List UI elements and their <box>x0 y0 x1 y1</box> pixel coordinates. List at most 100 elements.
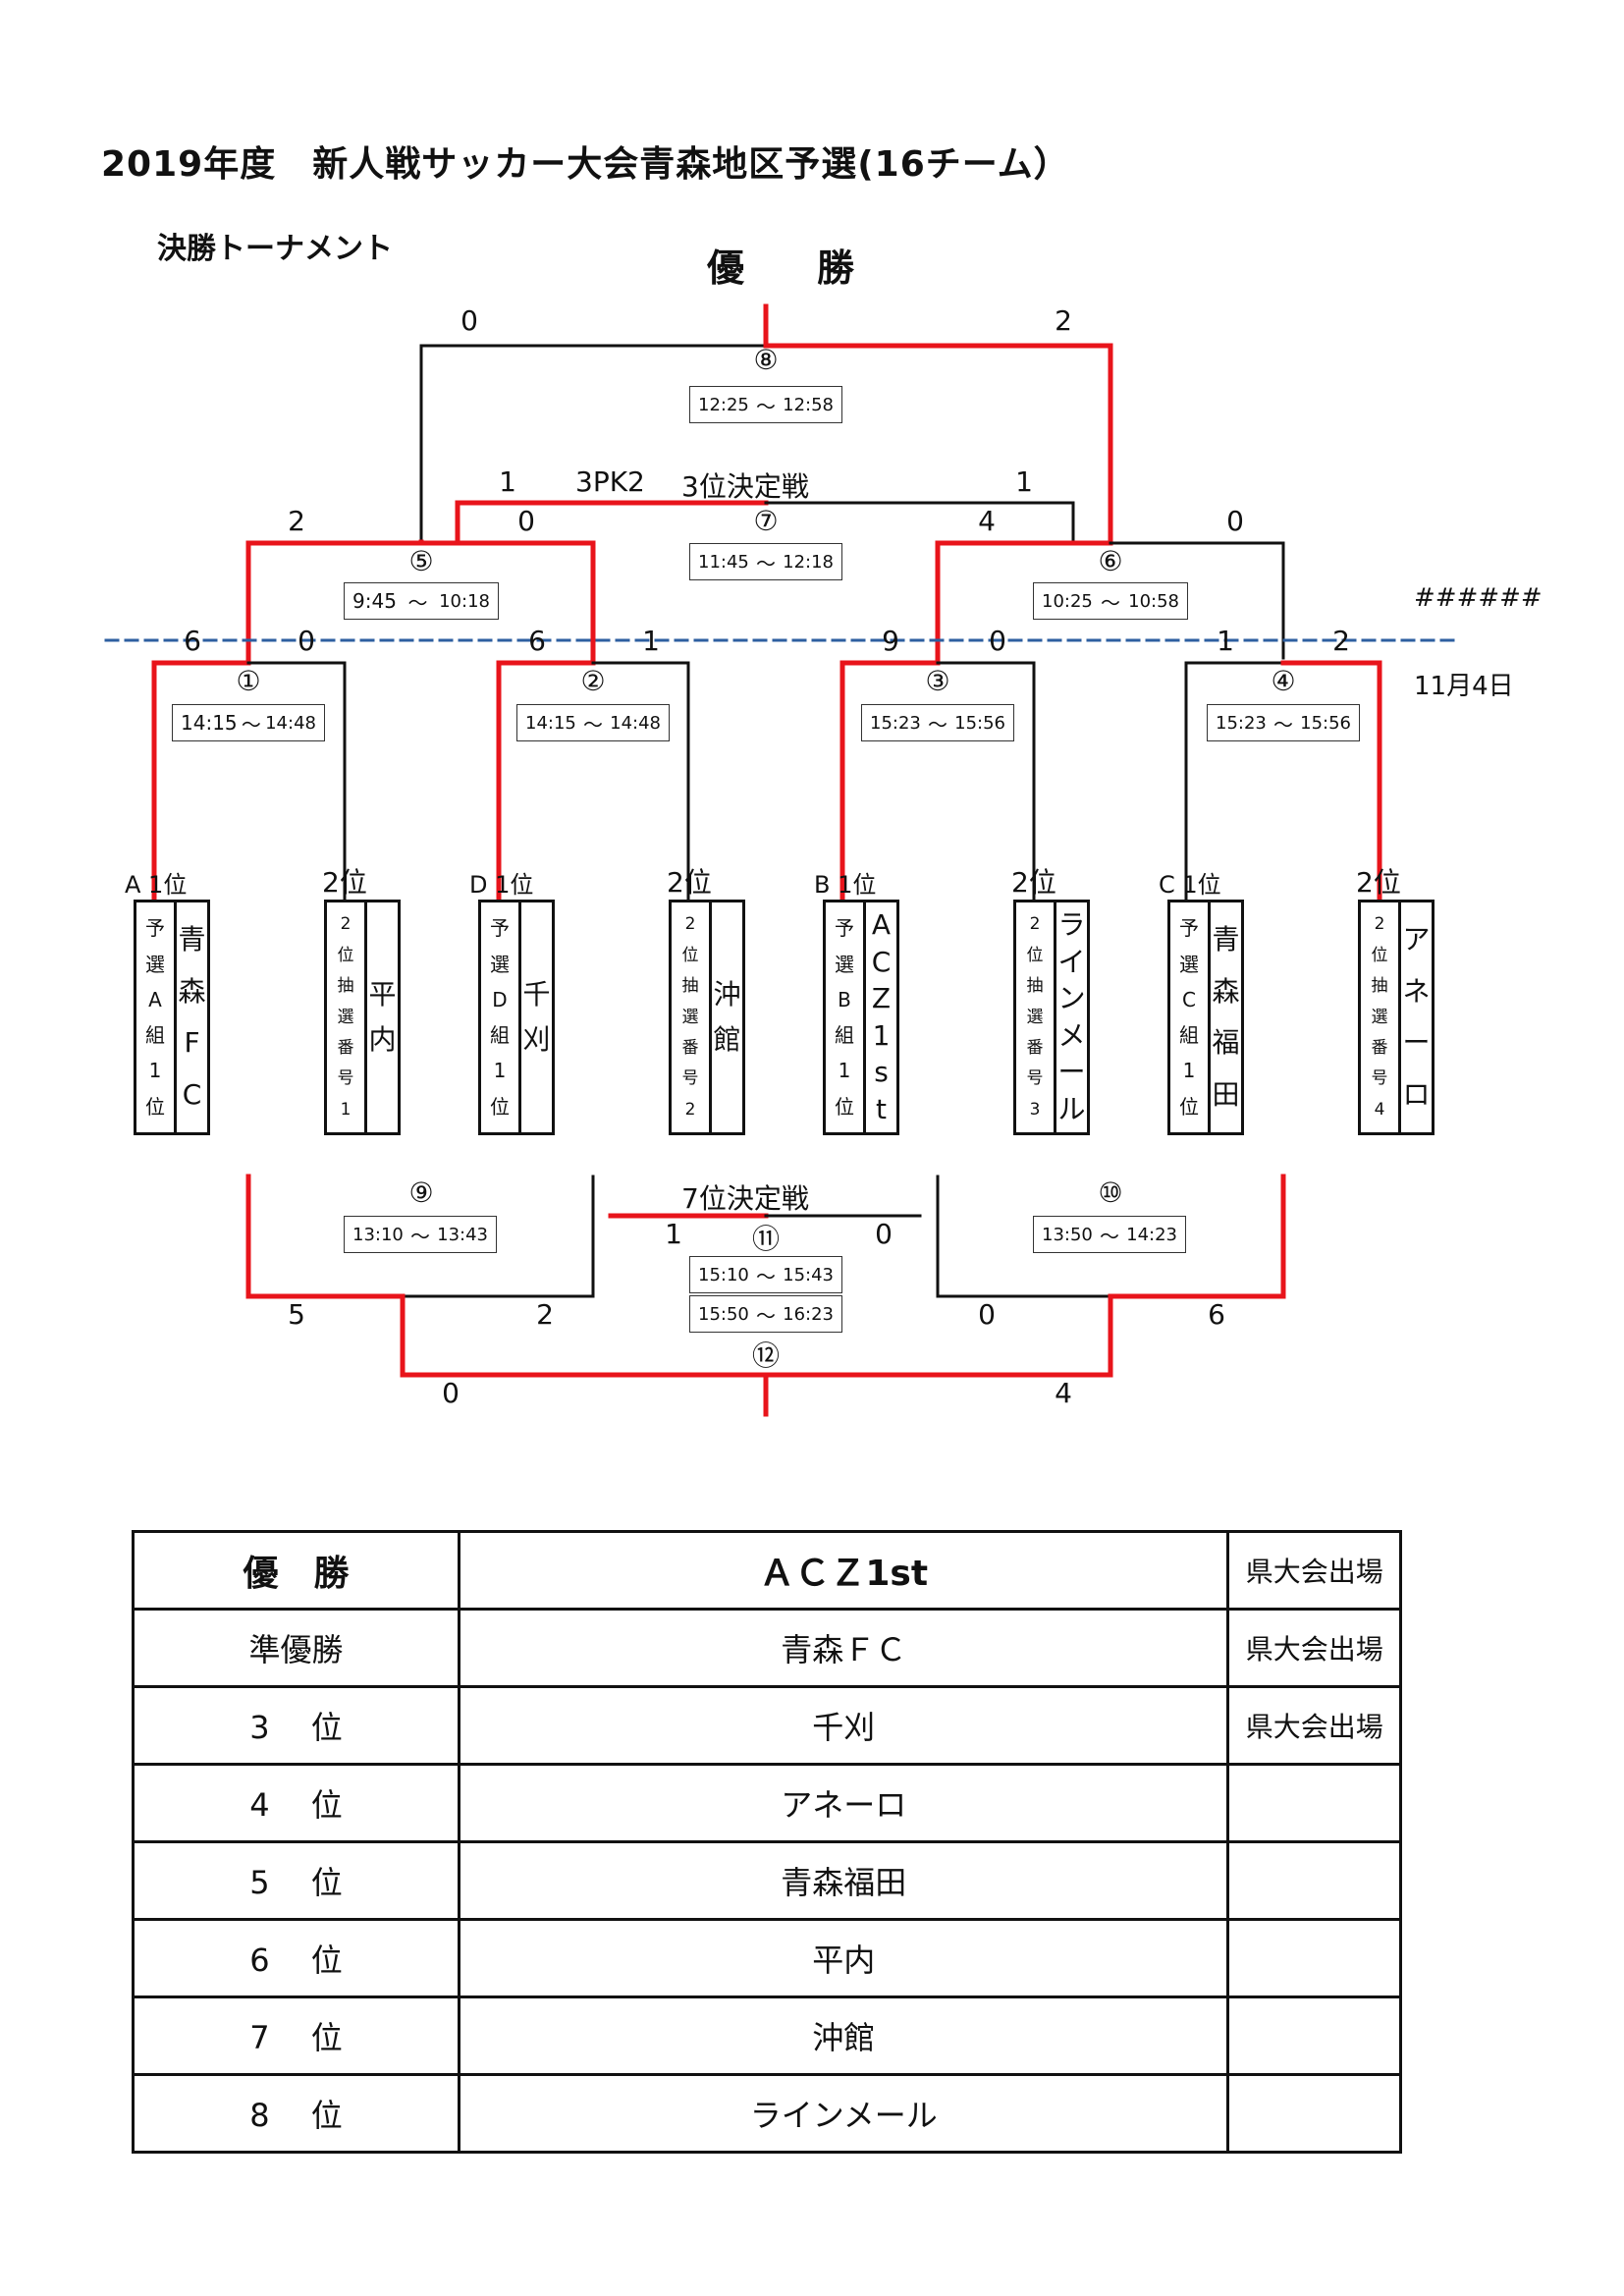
name-char: 青 <box>178 923 206 957</box>
time-start: 9:45 <box>352 589 397 613</box>
seventh-place-label: 7位決定戦 <box>681 1182 809 1215</box>
time-separator: ～ <box>1273 712 1293 737</box>
time-separator: ～ <box>410 1224 430 1248</box>
result-team: 青森ＦＣ <box>458 1608 1230 1688</box>
result-note <box>1226 1918 1402 1998</box>
result-rank: 3 位 <box>131 1685 461 1766</box>
team-rank-label: D 1位 <box>469 871 534 899</box>
time-separator: ～ <box>583 712 603 737</box>
seed-char: 位 <box>1179 1094 1199 1119</box>
q2-match-number: ② <box>580 665 606 697</box>
team-seed-label: 予 選 C 組 1 位 <box>1170 902 1211 1132</box>
time-end: 14:23 <box>1126 1224 1177 1245</box>
m10-time-box: 13:50 ～ 14:23 <box>1033 1216 1186 1253</box>
seed-char: 番 <box>337 1037 354 1058</box>
seed-char: B <box>838 987 851 1011</box>
time-separator: ～ <box>756 1303 776 1328</box>
third-pk-label: 3PK2 <box>575 465 645 498</box>
seed-char: 号 <box>1371 1068 1388 1089</box>
seed-char: 1 <box>1182 1059 1196 1083</box>
team-rank-label: C 1位 <box>1159 871 1221 899</box>
q1-time-box: 14:15 ～ 14:48 <box>172 704 325 741</box>
time-end: 15:56 <box>1300 712 1351 734</box>
team-seed-label: 予 選 B 組 1 位 <box>826 902 866 1132</box>
time-end: 16:23 <box>783 1303 834 1325</box>
time-separator: ～ <box>1101 590 1120 615</box>
name-char: 刈 <box>522 1023 551 1056</box>
seed-char: D <box>492 987 508 1011</box>
time-start: 10:25 <box>1042 590 1093 612</box>
third-place-label: 3位決定戦 <box>681 470 809 503</box>
seed-char: 抽 <box>1371 976 1388 997</box>
team-name: 青 森 福 田 <box>1211 902 1241 1132</box>
m9-time-box: 13:10 ～ 13:43 <box>344 1216 497 1253</box>
hash-note: ###### <box>1414 583 1543 613</box>
team-box-aomori-fukuda: 予 選 C 組 1 位 青 森 福 田 <box>1167 900 1244 1135</box>
table-row: 6 位 平内 <box>131 1918 1402 1998</box>
team-seed-label: 2 位 抽 選 番 号 4 <box>1361 902 1401 1132</box>
team-seed-label: 予 選 A 組 1 位 <box>136 902 177 1132</box>
team-box-okidate: 2 位 抽 選 番 号 2 沖 館 <box>669 900 745 1135</box>
m11-score-right: 0 <box>875 1218 893 1250</box>
team-rank-label: 2位 <box>1011 866 1056 899</box>
team-seed-label: 2 位 抽 選 番 号 1 <box>327 902 367 1132</box>
name-char: 内 <box>368 1023 397 1056</box>
q3-score-right: 0 <box>989 625 1006 657</box>
result-team: 千刈 <box>458 1685 1230 1766</box>
team-rank-label: B 1位 <box>814 871 877 899</box>
name-char: ル <box>1057 1092 1086 1125</box>
q2-score-right: 1 <box>642 625 660 657</box>
m9-score-right: 2 <box>536 1298 554 1331</box>
m10-score-right: 6 <box>1208 1298 1225 1331</box>
time-start: 15:23 <box>1216 712 1267 734</box>
team-seed-label: 2 位 抽 選 番 号 2 <box>672 902 712 1132</box>
m9-match-number: ⑨ <box>408 1176 434 1209</box>
seed-char: 予 <box>145 916 165 941</box>
seed-char: 組 <box>490 1023 510 1048</box>
table-row: 7 位 沖館 <box>131 1995 1402 2076</box>
seed-char: 予 <box>1179 916 1199 941</box>
seed-char: C <box>1182 987 1196 1011</box>
seed-char: 選 <box>681 1007 699 1027</box>
team-name: ラ イ ン メ ー ル <box>1056 902 1087 1132</box>
result-rank: 6 位 <box>131 1918 461 1998</box>
seed-char: 位 <box>145 1094 165 1119</box>
name-char: 森 <box>178 974 206 1008</box>
q2-score-left: 6 <box>528 625 546 657</box>
team-name: 千 刈 <box>521 902 552 1132</box>
seed-char: 位 <box>490 1094 510 1119</box>
time-separator: ～ <box>241 712 261 737</box>
name-char: 1 <box>872 1018 891 1052</box>
team-name: ア ネ ー ロ <box>1401 902 1432 1132</box>
seed-char: 選 <box>1179 952 1199 976</box>
team-name: A C Z 1 s t <box>866 902 896 1132</box>
semi6-score-right: 0 <box>1226 505 1244 537</box>
team-rank-label: A 1位 <box>125 871 188 899</box>
name-char: 平 <box>368 978 397 1011</box>
seed-char: 3 <box>1029 1099 1041 1120</box>
result-note: 県大会出場 <box>1226 1530 1402 1611</box>
name-char: 館 <box>713 1023 741 1056</box>
m12-match-number: ⑫ <box>751 1339 781 1372</box>
final-score-left: 0 <box>460 304 478 337</box>
name-char: ー <box>1402 1026 1431 1060</box>
seed-char: 2 <box>1374 914 1385 935</box>
seed-char: 2 <box>1029 914 1041 935</box>
result-rank: 5 位 <box>131 1840 461 1921</box>
team-seed-label: 予 選 D 組 1 位 <box>481 902 521 1132</box>
time-separator: ～ <box>1100 1224 1119 1248</box>
champion-label: 優 勝 <box>707 246 873 290</box>
result-team: 沖館 <box>458 1995 1230 2076</box>
name-char: ン <box>1057 982 1086 1015</box>
seed-char: 1 <box>148 1059 162 1083</box>
team-rank-label: 2位 <box>1356 866 1401 899</box>
time-start: 12:25 <box>698 394 749 415</box>
seed-char: 抽 <box>1026 976 1044 997</box>
seed-char: 位 <box>1026 945 1044 965</box>
page-title: 2019年度 新人戦サッカー大会青森地区予選(16チーム） <box>101 144 1070 185</box>
name-char: A <box>871 908 892 942</box>
seed-char: 番 <box>1026 1037 1044 1058</box>
seed-char: 位 <box>681 945 699 965</box>
result-team: 青森福田 <box>458 1840 1230 1921</box>
name-char: 青 <box>1212 923 1240 957</box>
